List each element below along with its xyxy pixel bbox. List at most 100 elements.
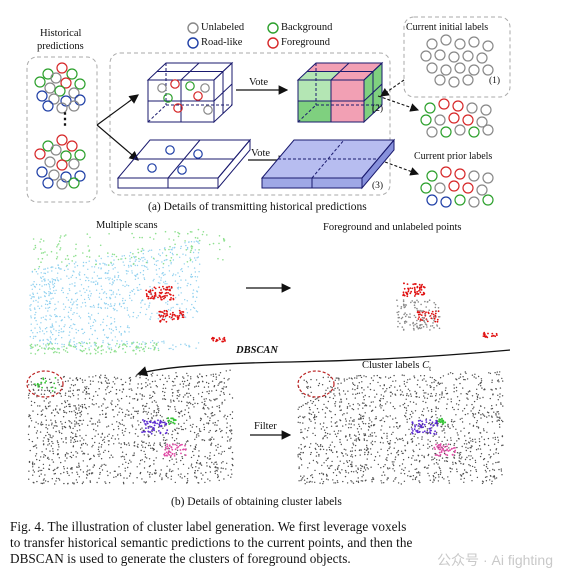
lidar-point: [102, 292, 105, 294]
lidar-point: [78, 407, 80, 409]
lidar-point: [150, 256, 153, 258]
lidar-point: [338, 406, 341, 408]
lidar-point: [111, 264, 114, 266]
lidar-point: [76, 423, 78, 425]
unlabeled-point: [400, 317, 403, 320]
lidar-point: [132, 417, 135, 419]
lidar-point: [158, 253, 160, 255]
lidar-point: [156, 386, 158, 388]
lidar-point: [141, 478, 143, 480]
lidar-point: [114, 275, 116, 277]
lidar-point: [411, 440, 414, 442]
lidar-point: [108, 233, 110, 235]
lidar-point: [197, 342, 200, 344]
lidar-point: [367, 429, 370, 431]
lidar-point: [404, 414, 406, 417]
background-point: [424, 102, 436, 114]
lidar-point: [134, 441, 136, 443]
lidar-point: [88, 315, 90, 318]
lidar-point: [147, 347, 150, 350]
lidar-point: [319, 448, 322, 450]
lidar-point: [187, 402, 189, 404]
lidar-point: [220, 381, 222, 383]
lidar-point: [174, 384, 176, 387]
lidar-point: [405, 407, 407, 409]
lidar-point: [156, 450, 158, 452]
lidar-point: [428, 464, 430, 466]
lidar-point: [353, 471, 355, 473]
lidar-point: [326, 426, 328, 429]
lidar-point: [116, 340, 119, 342]
lidar-point: [46, 387, 48, 389]
lidar-point: [80, 344, 82, 347]
lidar-point: [495, 388, 497, 390]
cluster-point: [41, 386, 43, 389]
lidar-point: [50, 298, 52, 300]
lidar-point: [393, 464, 395, 467]
lidar-point: [56, 246, 58, 248]
cluster-point: [439, 453, 442, 456]
lidar-point: [105, 464, 107, 466]
lidar-point: [67, 453, 69, 455]
background-point: [34, 76, 46, 88]
lidar-point: [169, 245, 171, 248]
lidar-point: [123, 434, 125, 436]
lidar-point: [109, 282, 111, 285]
lidar-point: [314, 469, 316, 472]
lidar-point: [403, 402, 406, 405]
lidar-point: [231, 433, 233, 435]
lidar-point: [75, 479, 78, 481]
lidar-point: [339, 441, 341, 443]
lidar-point: [30, 381, 32, 383]
lidar-point: [134, 410, 136, 412]
lidar-point: [364, 469, 367, 471]
foreground-point: [420, 285, 423, 287]
lidar-point: [379, 403, 382, 406]
unlabeled-point: [402, 300, 405, 303]
cluster-labels-label: Cluster labels Ct: [362, 360, 431, 375]
foreground-point: [170, 297, 173, 299]
lidar-point: [376, 374, 378, 377]
lidar-point: [388, 377, 390, 379]
lidar-point: [177, 432, 179, 435]
lidar-point: [500, 470, 503, 472]
lidar-point: [229, 245, 231, 248]
lidar-point: [223, 478, 225, 480]
lidar-point: [140, 343, 143, 345]
unlabeled-point: [50, 72, 62, 84]
lidar-point: [460, 478, 462, 480]
lidar-point: [80, 284, 83, 286]
lidar-point: [132, 311, 135, 314]
lidar-point: [361, 381, 363, 383]
foreground-point: [162, 287, 165, 290]
lidar-point: [343, 448, 345, 450]
background-point: [163, 93, 173, 103]
lidar-point: [453, 391, 455, 393]
lidar-point: [463, 469, 466, 471]
lidar-point: [81, 437, 83, 439]
lidar-point: [497, 436, 499, 438]
lidar-point: [105, 482, 107, 484]
lidar-point: [171, 252, 174, 255]
watermark: 公众号 · Ai fighting: [437, 552, 553, 568]
lidar-point: [451, 406, 454, 409]
lidar-point: [114, 303, 116, 305]
lidar-point: [172, 274, 174, 277]
lidar-point: [446, 439, 449, 441]
foreground-point: [427, 311, 430, 314]
lidar-point: [164, 249, 166, 251]
lidar-point: [342, 390, 345, 392]
cluster-image-right: [297, 370, 504, 485]
lidar-point: [142, 270, 145, 272]
lidar-point: [118, 304, 121, 306]
foreground-point: [419, 291, 422, 294]
foreground-point: [165, 320, 168, 323]
cluster-point: [165, 451, 168, 454]
lidar-point: [48, 306, 51, 309]
lidar-point: [37, 305, 39, 307]
lidar-point: [79, 317, 82, 319]
cluster-point: [164, 432, 167, 435]
lidar-point: [43, 478, 45, 480]
foreground-point: [216, 339, 219, 342]
lidar-point: [96, 275, 99, 277]
